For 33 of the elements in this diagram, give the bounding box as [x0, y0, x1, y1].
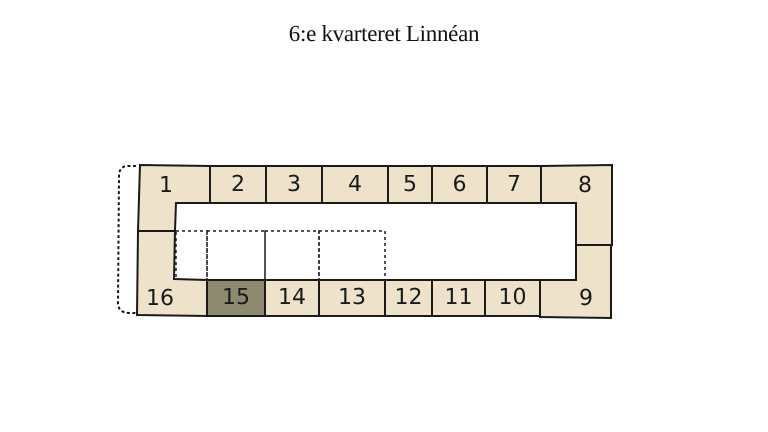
plot-number: 16	[146, 288, 174, 310]
plot-number: 12	[394, 287, 422, 309]
plot-number: 10	[498, 287, 526, 309]
plot-number: 4	[348, 174, 362, 196]
plot-block	[138, 165, 210, 231]
plot-number: 2	[231, 174, 245, 196]
plot-block	[541, 165, 612, 245]
plot-block	[432, 280, 485, 316]
plot-number: 11	[444, 287, 472, 309]
plot-block	[265, 280, 319, 316]
plot-block	[266, 166, 322, 203]
plot-block	[487, 166, 541, 203]
plot-block	[319, 280, 385, 316]
plot-number: 13	[338, 287, 366, 309]
plot-block	[385, 280, 432, 316]
plot-block	[207, 280, 265, 316]
plot-block	[137, 231, 207, 316]
plot-block	[540, 245, 611, 318]
plot-number: 7	[507, 174, 521, 196]
plot-number: 15	[222, 287, 250, 309]
diagram-title: 6:e kvarteret Linnéan	[288, 22, 480, 45]
plot-number: 8	[578, 175, 592, 197]
plot-number: 9	[579, 288, 593, 310]
plot-block	[322, 166, 388, 203]
plot-block	[388, 166, 432, 203]
plot-block	[432, 166, 487, 203]
plot-number: 5	[403, 174, 417, 196]
plot-number: 14	[278, 287, 306, 309]
plot-block	[210, 166, 266, 203]
plot-number: 1	[159, 175, 173, 197]
plot-number: 6	[452, 174, 466, 196]
plot-block	[485, 280, 540, 316]
plot-number: 3	[287, 174, 301, 196]
